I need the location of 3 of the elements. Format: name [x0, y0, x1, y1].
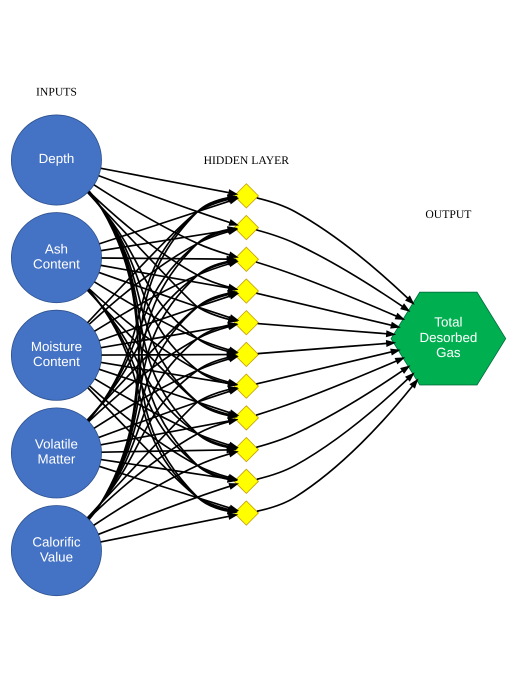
label: INPUTS [36, 85, 77, 98]
label: HIDDEN LAYER [204, 154, 290, 167]
label: OUTPUT [425, 208, 472, 222]
